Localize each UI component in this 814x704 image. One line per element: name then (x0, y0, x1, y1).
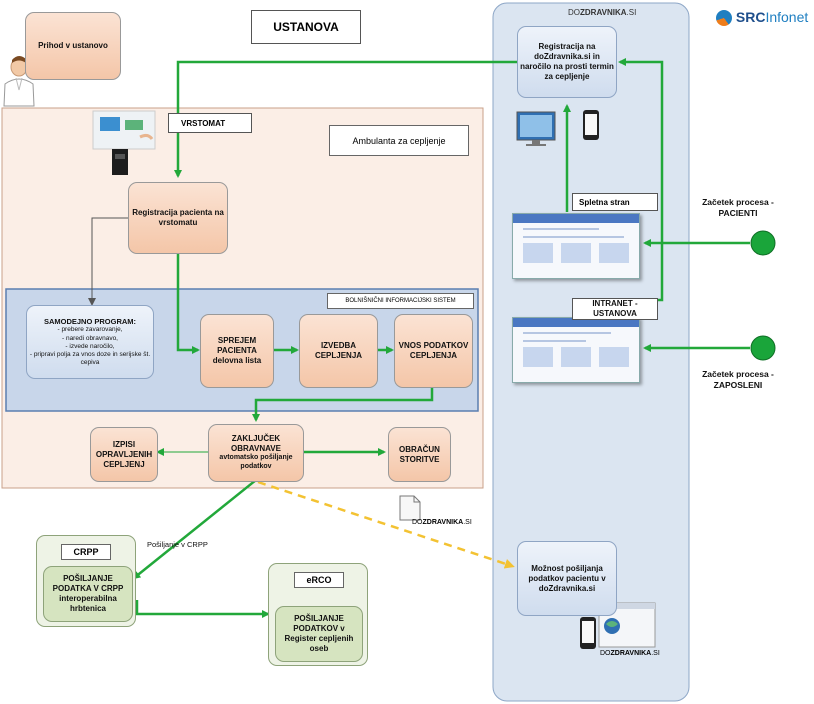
logo-infonet: Infonet (765, 9, 809, 25)
document-icon (399, 495, 421, 521)
devices-icon (580, 602, 656, 649)
izvedba-node: IZVEDBA CEPLJENJA (299, 314, 378, 388)
spletna-stran-screenshot (512, 213, 640, 279)
zakljucek-title: ZAKLJUČEK OBRAVNAVE (231, 434, 281, 454)
zacetek-pacienti-label: Začetek procesa - PACIENTI (702, 197, 774, 218)
start-zaposleni-node (750, 335, 776, 361)
intranet-screenshot (512, 317, 640, 383)
erco-content: POŠILJANJE PODATKOV v Register cepljenih… (275, 606, 363, 662)
ambulanta-label: Ambulanta za cepljenje (329, 125, 469, 156)
spletna-stran-label: Spletna stran (572, 193, 658, 211)
registracija-pacienta-node: Registracija pacienta na vrstomatu (128, 182, 228, 254)
vnos-node: VNOS PODATKOV CEPLJENJA (394, 314, 473, 388)
crpp-title: CRPP (61, 544, 111, 560)
bis-label: BOLNIŠNIČNI INFORMACIJSKI SISTEM (327, 293, 474, 309)
dozdravnika-logo-mid: DOZDRAVNIKA.SI (412, 519, 472, 526)
sprejem-node: SPREJEM PACIENTA delovna lista (200, 314, 274, 388)
logo-src: SRC (735, 9, 766, 25)
diagram-title: USTANOVA (251, 10, 361, 44)
dz-do: DO (568, 8, 580, 17)
prihod-node: Prihod v ustanovo (25, 12, 121, 80)
moznost-node: Možnost pošiljanja podatkov pacientu v d… (517, 541, 617, 616)
dz-si: .SI (651, 650, 660, 657)
obracun-node: OBRAČUN STORITVE (388, 427, 451, 482)
samodejno-lines: - prebere zavarovanje, - naredi obravnav… (29, 326, 151, 366)
dz-si: .SI (626, 8, 637, 17)
erco-group: eRCO POŠILJANJE PODATKOV v Register cepl… (268, 563, 368, 666)
person-icon (3, 56, 35, 107)
dozdravnika-logo-bottom: DOZDRAVNIKA.SI (600, 650, 660, 657)
src-infonet-logo: SRCInfonet (716, 6, 814, 28)
kiosk-icon (92, 110, 156, 175)
dz-do: DO (412, 519, 423, 526)
phone-icon (583, 110, 599, 140)
posiljanje-crpp-label: Pošiljanje v CRPP (147, 540, 208, 549)
dz-do: DO (600, 650, 611, 657)
registracija-dozdravnika-node: Registracija na doZdravnika.si in naroči… (517, 26, 617, 98)
dz-si: .SI (463, 519, 472, 526)
zakljucek-node: ZAKLJUČEK OBRAVNAVE avtomatsko pošiljanj… (208, 424, 304, 482)
start-pacienti-node (750, 230, 776, 256)
izpisi-node: IZPISI OPRAVLJENIH CEPLJENJ (90, 427, 158, 482)
samodejno-node: SAMODEJNO PROGRAM: - prebere zavarovanje… (26, 305, 154, 379)
zacetek-zaposleni-label: Začetek procesa - ZAPOSLENI (702, 369, 774, 390)
logo-mark-icon (716, 10, 732, 27)
dz-zdravnika: ZDRAVNIKA (580, 8, 627, 17)
erco-title: eRCO (294, 572, 344, 588)
samodejno-title: SAMODEJNO PROGRAM: (43, 317, 137, 326)
vrstomat-label: VRSTOMAT (168, 113, 252, 133)
zakljucek-sub: avtomatsko pošiljanje podatkov (219, 454, 293, 470)
dozdravnika-logo-top: DOZDRAVNIKA.SI (568, 8, 636, 17)
dz-zdravnika: ZDRAVNIKA (610, 650, 652, 657)
crpp-group: CRPP POŠILJANJE PODATKA V CRPP interoper… (36, 535, 136, 627)
intranet-label: INTRANET - USTANOVA (572, 298, 658, 320)
monitor-icon (516, 111, 556, 146)
dz-zdravnika: ZDRAVNIKA (422, 519, 464, 526)
crpp-content: POŠILJANJE PODATKA V CRPP interoperabiln… (43, 566, 133, 622)
